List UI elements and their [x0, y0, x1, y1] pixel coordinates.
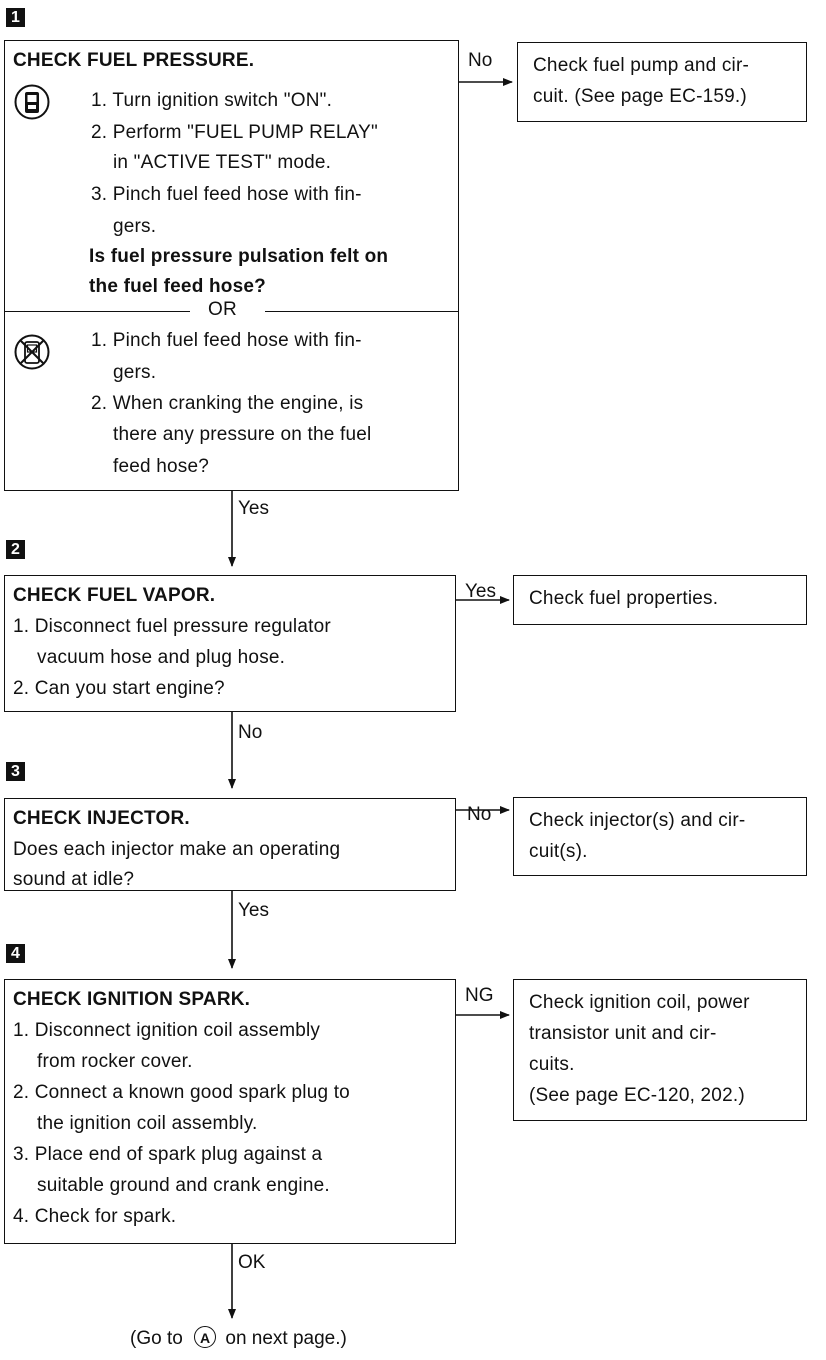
step4-line-7: 4. Check for spark.	[13, 1206, 177, 1227]
step4-ng-action-line-1: Check ignition coil, power	[529, 992, 750, 1013]
step1-consult-line-1: 1. Turn ignition switch "ON".	[91, 90, 333, 111]
or-label: OR	[208, 299, 237, 320]
step3-yes-label: Yes	[238, 900, 269, 921]
step4-ng-action-box	[513, 979, 807, 1121]
step4-ng-label: NG	[465, 985, 494, 1006]
footer-post: on next page.)	[225, 1328, 347, 1349]
step1-consult-line-3: in "ACTIVE TEST" mode.	[113, 152, 332, 173]
step4-line-6: suitable ground and crank engine.	[37, 1175, 330, 1196]
step2-yes-action-box	[513, 575, 807, 625]
footer-pre: (Go to	[130, 1328, 183, 1349]
step4-ng-action-line-4: (See page EC-120, 202.)	[529, 1085, 745, 1106]
step4-title: CHECK IGNITION SPARK.	[13, 989, 251, 1010]
step4-ng-action-line-3: cuits.	[529, 1054, 575, 1075]
consult-tester-icon	[14, 84, 50, 120]
step-number-1: 1	[6, 8, 25, 27]
step4-ok-label: OK	[238, 1252, 266, 1273]
step-number-3: 3	[6, 762, 25, 781]
step1-noconsult-line-5: feed hose?	[113, 456, 210, 477]
step2-title: CHECK FUEL VAPOR.	[13, 585, 216, 606]
step1-no-label: No	[468, 50, 493, 71]
step2-no-label: No	[238, 722, 263, 743]
step2-yes-action: Check fuel properties.	[529, 588, 719, 609]
step4-ng-action-line-2: transistor unit and cir-	[529, 1023, 717, 1044]
step1-noconsult-line-1: 1. Pinch fuel feed hose with fin-	[91, 330, 362, 351]
step-number-2: 2	[6, 540, 25, 559]
step1-box: OR	[4, 40, 459, 491]
step3-no-action-line-2: cuit(s).	[529, 841, 588, 862]
next-page-marker: A	[194, 1326, 217, 1349]
step1-yes-label: Yes	[238, 498, 269, 519]
step1-noconsult-line-2: gers.	[113, 362, 157, 383]
step3-no-label: No	[467, 804, 492, 825]
footer-note: (Go to A on next page.)	[130, 1324, 347, 1354]
or-divider-line-left	[5, 311, 190, 312]
step3-no-action-line-1: Check injector(s) and cir-	[529, 810, 746, 831]
step1-consult-line-5: gers.	[113, 216, 157, 237]
step3-no-action-box	[513, 797, 807, 876]
step1-question-line-2: the fuel feed hose?	[89, 276, 266, 297]
step1-title: CHECK FUEL PRESSURE.	[13, 50, 255, 71]
step2-box	[4, 575, 456, 712]
step3-line-1: Does each injector make an operating	[13, 839, 341, 860]
step2-line-2: vacuum hose and plug hose.	[37, 647, 286, 668]
step1-no-action-line-1: Check fuel pump and cir-	[533, 55, 750, 76]
step1-no-action-line-2: cuit. (See page EC-159.)	[533, 86, 747, 107]
step4-line-5: 3. Place end of spark plug against a	[13, 1144, 323, 1165]
step-number-4: 4	[6, 944, 25, 963]
step4-line-1: 1. Disconnect ignition coil assembly	[13, 1020, 321, 1041]
step1-consult-line-4: 3. Pinch fuel feed hose with fin-	[91, 184, 362, 205]
step1-no-action-box	[517, 42, 807, 122]
step2-line-1: 1. Disconnect fuel pressure regulator	[13, 616, 331, 637]
step1-question-line-1: Is fuel pressure pulsation felt on	[89, 246, 389, 267]
no-consult-tester-icon	[14, 334, 50, 370]
step3-line-2: sound at idle?	[13, 869, 135, 890]
step4-line-3: 2. Connect a known good spark plug to	[13, 1082, 350, 1103]
step4-box	[4, 979, 456, 1244]
step4-line-2: from rocker cover.	[37, 1051, 193, 1072]
step1-noconsult-line-3: 2. When cranking the engine, is	[91, 393, 364, 414]
step3-box	[4, 798, 456, 891]
step1-noconsult-line-4: there any pressure on the fuel	[113, 424, 372, 445]
step2-line-3: 2. Can you start engine?	[13, 678, 225, 699]
step3-title: CHECK INJECTOR.	[13, 808, 190, 829]
or-divider-line-right	[265, 311, 458, 312]
step2-yes-label: Yes	[465, 581, 496, 602]
step4-line-4: the ignition coil assembly.	[37, 1113, 258, 1134]
step1-consult-line-2: 2. Perform "FUEL PUMP RELAY"	[91, 122, 378, 143]
